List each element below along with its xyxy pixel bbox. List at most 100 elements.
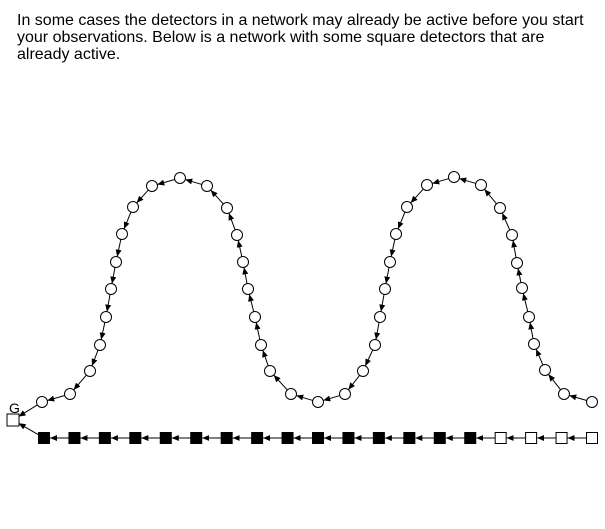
circle-detector (100, 311, 112, 323)
circle-detector (374, 311, 386, 323)
circle-detector (390, 228, 402, 240)
goal-node (6, 413, 20, 427)
circle-edge (374, 322, 381, 340)
circle-edge (501, 212, 511, 231)
circle-detector (249, 311, 261, 323)
circle-edge (384, 267, 391, 284)
circle-detector (539, 364, 551, 376)
circle-detector (64, 388, 76, 400)
circle-edge (236, 240, 243, 257)
square-detector-inactive (555, 432, 568, 444)
circle-edge (91, 349, 99, 367)
circle-edge (254, 322, 261, 340)
square-detector-active (464, 432, 477, 444)
square-detector-active (98, 432, 111, 444)
circle-edge (323, 395, 340, 402)
circle-edge (528, 322, 535, 339)
circle-edge (105, 294, 112, 312)
circle-detector (146, 180, 158, 192)
circle-edge (410, 188, 424, 204)
square-detector-active (433, 432, 446, 444)
square-detector-active (372, 432, 385, 444)
circle-edge (73, 374, 87, 391)
circle-detector (523, 311, 535, 323)
circle-edge (484, 188, 497, 205)
square-detector-active (312, 432, 324, 444)
square-detector-active (281, 432, 294, 444)
circle-detector (116, 228, 128, 240)
circle-detector (264, 365, 276, 377)
circle-edge (242, 267, 249, 284)
circle-edge (110, 267, 117, 284)
circle-edge (347, 375, 361, 390)
circle-edge (389, 239, 396, 257)
circle-detector (285, 388, 297, 400)
circle-detector (369, 339, 381, 351)
circle-detector (110, 256, 122, 268)
circle-edge (432, 178, 449, 185)
square-detector-active (403, 432, 416, 444)
circle-detector (242, 283, 254, 295)
circle-detector (384, 256, 396, 268)
circle-detector (528, 338, 540, 350)
circle-detector (558, 388, 570, 400)
square-detector-active (190, 432, 203, 444)
circle-edge (210, 189, 224, 205)
circle-detector (511, 257, 523, 269)
circle-edge (228, 212, 236, 231)
circle-detector (201, 180, 213, 192)
square-detector-inactive (586, 432, 598, 444)
circle-edge (548, 374, 561, 390)
circle-edge (47, 395, 65, 402)
circle-edge (157, 179, 175, 186)
circle-to-goal-edge (18, 404, 38, 417)
circle-detector (84, 365, 96, 377)
circle-detector (516, 282, 528, 294)
square-detector-inactive (525, 432, 538, 444)
square-detector-active (38, 432, 50, 444)
circle-detector (255, 339, 267, 351)
circle-edge (99, 322, 106, 340)
circle-edge (379, 294, 386, 312)
circle-edge (522, 293, 529, 312)
square-detector-active (129, 432, 142, 444)
square-to-goal-edge (18, 422, 40, 436)
circle-edge (516, 268, 523, 283)
circle-detector (94, 339, 106, 351)
circle-detector (586, 396, 598, 408)
circle-edge (123, 211, 132, 230)
circle-edge (248, 294, 255, 312)
circle-detector (506, 229, 518, 241)
circle-detector (494, 202, 506, 214)
circle-detector (421, 179, 433, 191)
circle-edge (185, 178, 202, 185)
circle-detector (448, 171, 460, 183)
circle-detector (357, 365, 369, 377)
circle-detector (174, 172, 186, 184)
circle-edge (262, 350, 269, 366)
circle-detector (231, 229, 243, 241)
circle-edge (296, 394, 313, 401)
goal-node-label: G (9, 400, 20, 416)
square-detector-active (342, 432, 355, 444)
circle-detector (379, 283, 391, 295)
square-detector-active (159, 432, 172, 444)
circle-edge (364, 349, 374, 367)
square-detector-inactive (494, 432, 507, 444)
circle-edge (136, 189, 149, 204)
circle-detector (36, 396, 48, 408)
circle-edge (459, 177, 476, 184)
network-nodes (6, 171, 598, 444)
circle-detector (221, 202, 233, 214)
circle-detector (312, 396, 324, 408)
circle-edge (569, 394, 587, 401)
circle-detector (127, 201, 139, 213)
square-detector-active (220, 432, 233, 444)
circle-detector (339, 388, 351, 400)
square-detector-active (251, 432, 264, 444)
circle-edge (535, 348, 544, 366)
circle-detector (237, 256, 249, 268)
square-detector-active (68, 432, 81, 444)
circle-detector (401, 201, 413, 213)
circle-edge (273, 374, 288, 391)
